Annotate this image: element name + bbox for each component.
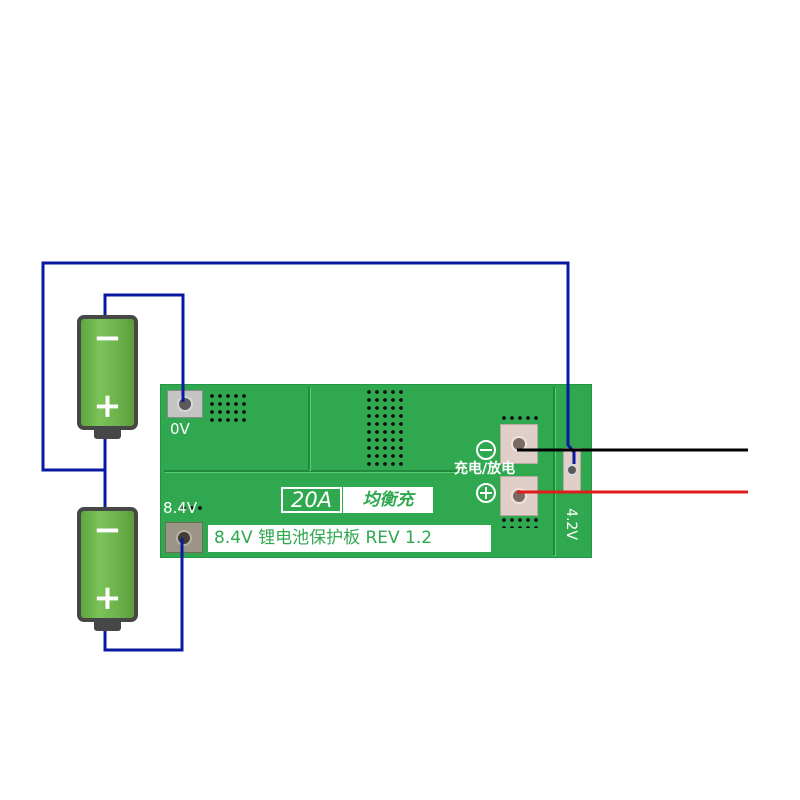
current-rating-label: 20A <box>281 487 342 513</box>
pad-hole <box>513 490 525 502</box>
board-seam <box>164 470 464 472</box>
pad-hole <box>178 531 190 544</box>
battery-positive-sign: + <box>93 578 122 618</box>
minus-circle-icon <box>476 440 496 460</box>
board-seam <box>308 387 310 470</box>
battery-positive-sign: + <box>93 386 122 426</box>
pad-negative-output[interactable] <box>500 424 538 464</box>
battery-negative-sign: − <box>93 318 122 358</box>
charge-discharge-label: 充电/放电 <box>454 461 516 477</box>
pad-hole <box>568 466 576 474</box>
plus-circle-icon <box>476 483 496 503</box>
board-title: 8.4V 锂电池保护板 REV 1.2 <box>208 525 491 552</box>
battery-cell-2: − + <box>77 507 138 622</box>
protection-board: 0V 8.4V 20A 均衡充 8.4V 锂电池保护板 REV 1.2 充电/放… <box>160 384 592 558</box>
via-array <box>365 388 407 468</box>
pad-0v[interactable] <box>167 390 203 418</box>
battery-cell-1: − + <box>77 315 138 430</box>
via-array <box>500 414 540 424</box>
pad-4.2v[interactable] <box>563 448 581 492</box>
battery-negative-sign: − <box>93 510 122 550</box>
via-array <box>208 392 248 426</box>
pad-hole <box>513 438 525 450</box>
balance-charge-label: 均衡充 <box>343 487 433 513</box>
pad-8.4v[interactable] <box>165 522 203 553</box>
pad-8.4v-label: 8.4V <box>163 499 198 517</box>
board-seam <box>553 387 555 555</box>
via-array <box>500 516 540 528</box>
pad-0v-label: 0V <box>170 420 190 438</box>
via-array <box>180 504 206 514</box>
pad-positive-output[interactable] <box>500 476 538 516</box>
battery-cap <box>94 620 121 631</box>
cell-voltage-label: 4.2V <box>563 508 579 540</box>
pad-hole <box>179 398 191 410</box>
battery-cap <box>94 428 121 439</box>
